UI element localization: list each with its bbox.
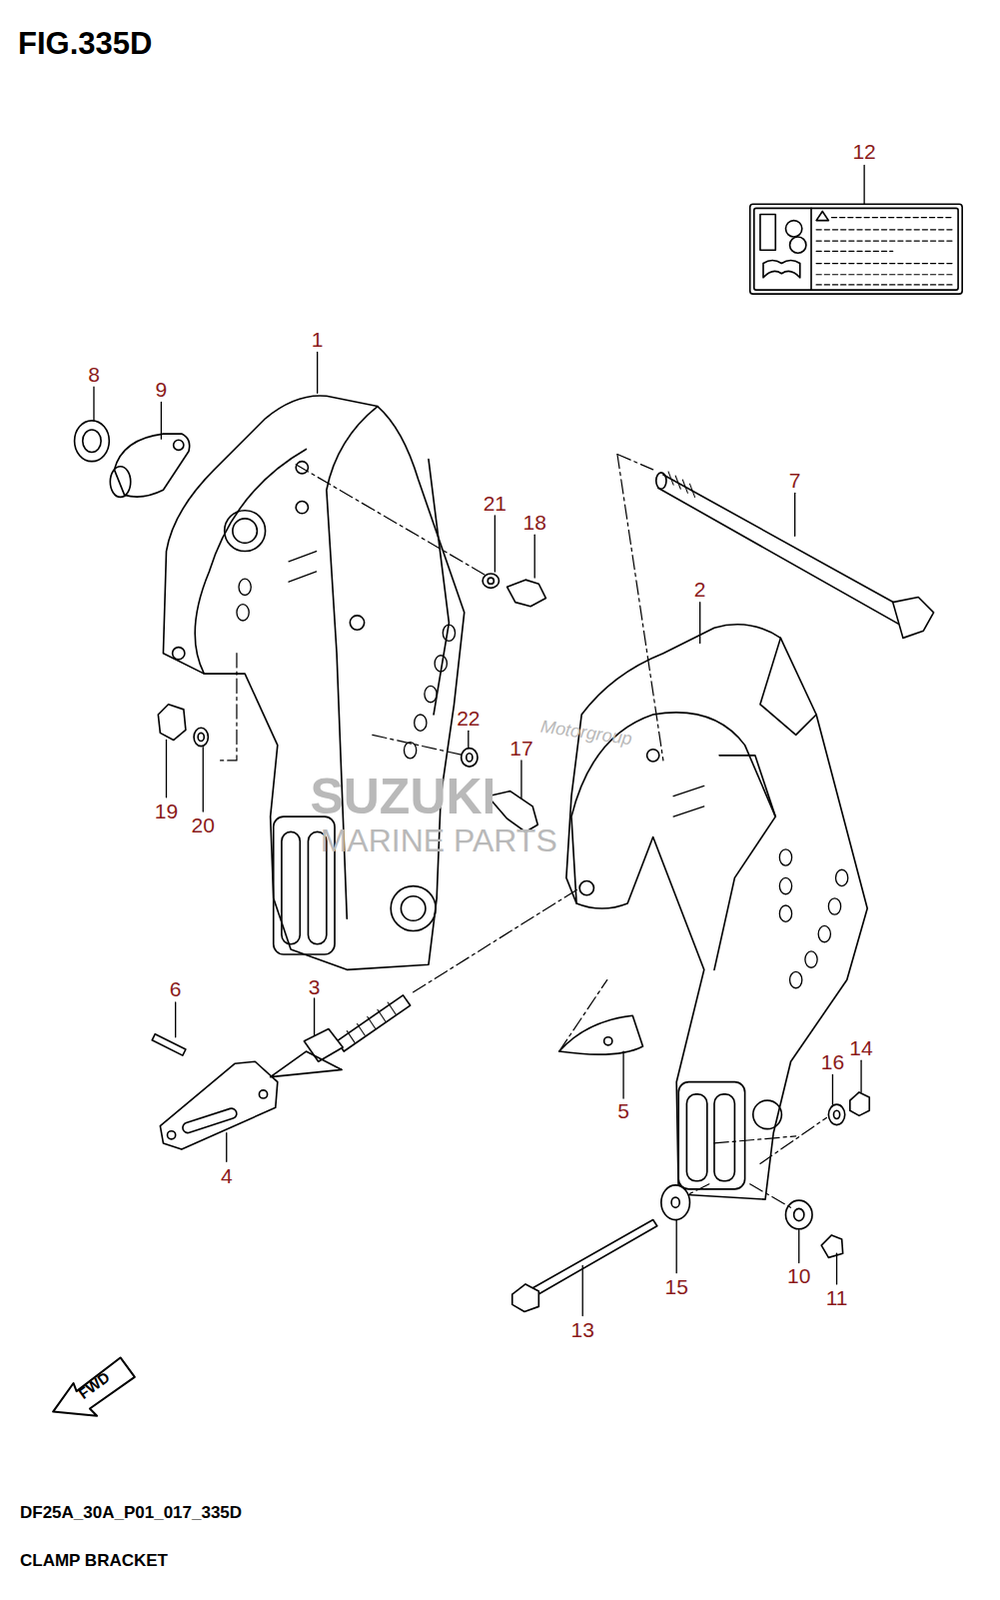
- callout-number: 15: [665, 1274, 689, 1296]
- callout-number: 16: [821, 1050, 845, 1072]
- callout-number: 1: [311, 328, 324, 350]
- callout-number: 21: [483, 491, 507, 513]
- callout-number: 9: [155, 378, 168, 400]
- figure-caption: CLAMP BRACKET: [19, 1551, 168, 1569]
- drawing-code: DF25A_30A_P01_017_335D: [19, 1503, 242, 1521]
- callout-number: 7: [789, 469, 802, 491]
- callout-number: 4: [220, 1163, 233, 1185]
- callout-number: 6: [169, 977, 182, 999]
- callout-number: 17: [509, 736, 533, 758]
- callout-number: 10: [787, 1263, 811, 1285]
- callout-number: 22: [456, 707, 480, 729]
- callout-number: 11: [826, 1286, 849, 1308]
- callout-number: 19: [154, 799, 178, 821]
- callout-number: 12: [852, 140, 876, 162]
- watermark: MARINE PARTS: [320, 824, 558, 857]
- callout-number: 8: [87, 362, 100, 384]
- callout-number: 3: [308, 975, 321, 997]
- watermark: SUZUKI: [309, 771, 496, 822]
- callout-number: 20: [191, 814, 215, 836]
- callout-number: 5: [617, 1099, 630, 1121]
- callout-number: 2: [694, 578, 707, 600]
- callout-number: 18: [523, 510, 547, 532]
- callout-number: 13: [571, 1317, 595, 1339]
- figure-title: FIG.335D: [17, 27, 152, 59]
- callout-number: 14: [849, 1035, 873, 1057]
